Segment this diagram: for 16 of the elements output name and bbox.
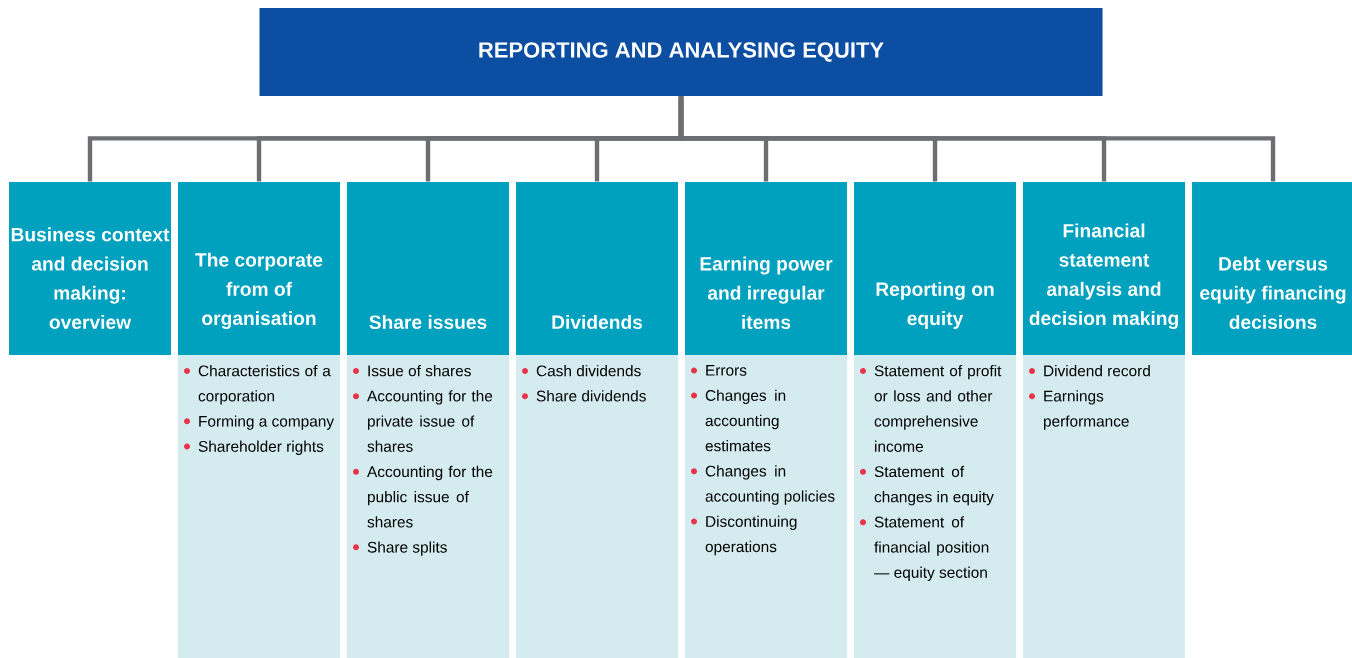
list-panel: Statement of profit or loss and other comprehensive income Statement of changes in equity Statement of financial position — equity section bbox=[854, 355, 1016, 658]
topic-box: The corporate from of organisation bbox=[178, 182, 340, 355]
topic-box: Financial statement analysis and decision making bbox=[1023, 182, 1185, 355]
topic-box: Dividends bbox=[516, 182, 678, 355]
list-panel: Cash dividends Share dividends bbox=[516, 355, 678, 658]
topic-box: Earning power and irregular items bbox=[685, 182, 847, 355]
topic-box: Debt versus equity financing decisions bbox=[1192, 182, 1352, 355]
title-box: REPORTING AND ANALYSING EQUITY bbox=[259, 8, 1103, 96]
list-panel: Errors Changes in accounting estimates Changes in accounting policies Discontinuing operations bbox=[685, 355, 847, 658]
list-panel: Characteristics of a corporation Forming a company Shareholder rights bbox=[178, 355, 340, 658]
list-panel: Issue of shares Accounting for the private issue of shares Accounting for the public issue of shares Share splits bbox=[347, 355, 509, 658]
topic-box: Business context and decision making: overview bbox=[9, 182, 171, 355]
connector-line bbox=[678, 96, 1276, 182]
topic-box: Reporting on equity bbox=[854, 182, 1016, 355]
list-panel: Dividend record Earnings performance bbox=[1023, 355, 1185, 658]
topic-box: Share issues bbox=[347, 182, 509, 355]
